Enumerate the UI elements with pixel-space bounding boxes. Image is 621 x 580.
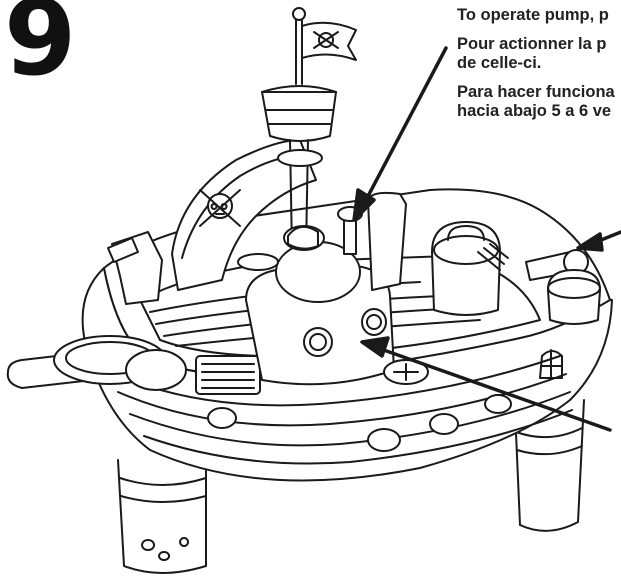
mast-clamp <box>277 149 323 167</box>
flag-skull-icon <box>313 31 339 49</box>
arrow-to-cabin-head <box>360 336 390 358</box>
porthole-4 <box>484 394 512 414</box>
instruction-spanish-line-1: Para hacer funciona <box>457 83 615 101</box>
arrow-to-pump <box>364 46 448 202</box>
cabin-porthole-left <box>303 327 333 357</box>
skull-crossbones-icon <box>199 189 241 227</box>
arrow-to-pump-head <box>352 188 376 222</box>
right-tower <box>431 221 501 316</box>
step-number: 9 <box>4 0 76 99</box>
cabin-porthole-right-inner <box>366 314 382 330</box>
left-ring <box>125 349 187 391</box>
porthole-3 <box>429 413 459 435</box>
rear-spout-top <box>547 277 601 299</box>
front-left-leg-band <box>119 477 207 503</box>
pump-handle-post <box>343 217 357 255</box>
porthole-1 <box>207 407 237 429</box>
slide-edge <box>181 155 297 259</box>
ship-legs <box>117 399 585 574</box>
mast-finial <box>292 7 306 21</box>
right-structures <box>367 191 509 316</box>
instruction-english-line-1: To operate pump, p <box>457 6 609 24</box>
left-cannon-barrel <box>107 237 139 263</box>
front-left-leg <box>117 459 207 574</box>
hull-stripe-3 <box>129 391 571 447</box>
hull-stripe-1 <box>109 355 561 407</box>
crows-nest <box>261 91 337 142</box>
arrow-to-cabin <box>376 346 612 432</box>
front-left-leg-holes <box>141 537 190 561</box>
pump-handle <box>337 206 363 255</box>
cabin-porthole-right <box>361 308 387 336</box>
rear-cannon <box>525 249 601 325</box>
crows-nest-rim <box>261 85 337 125</box>
left-bowl <box>6 335 187 391</box>
instruction-spanish: Para hacer funciona hacia abajo 5 a 6 ve <box>457 83 621 121</box>
instruction-spanish-line-2: hacia abajo 5 a 6 ve <box>457 102 612 120</box>
rear-right-leg-band <box>515 427 583 456</box>
instruction-french-line-1: Pour actionner la p <box>457 35 607 53</box>
right-tower-cap <box>447 225 485 241</box>
grille <box>477 243 509 271</box>
arrow-to-cannon-head <box>576 232 604 252</box>
left-cannon <box>107 231 163 305</box>
deck-wheel <box>237 253 279 271</box>
hull-stripe-4 <box>143 409 573 465</box>
rear-right-leg <box>514 399 585 532</box>
instruction-french-line-2: de celle-ci. <box>457 54 542 72</box>
instructions-block: To operate pump, p Pour actionner la p d… <box>457 6 621 131</box>
pump-figure-head <box>287 225 319 250</box>
callout-arrows <box>352 46 621 432</box>
mast <box>261 7 357 251</box>
deck-accessories <box>237 253 429 385</box>
cabin-porthole-left-inner <box>309 333 327 351</box>
stern-window <box>539 349 563 379</box>
porthole-2 <box>367 428 401 452</box>
instruction-english: To operate pump, p <box>457 6 621 25</box>
center-cabin <box>245 225 395 386</box>
instruction-french: Pour actionner la p de celle-ci. <box>457 35 621 73</box>
deck-drain-star <box>393 363 419 381</box>
deck-grate-slats <box>201 363 255 389</box>
right-seat <box>367 191 407 291</box>
